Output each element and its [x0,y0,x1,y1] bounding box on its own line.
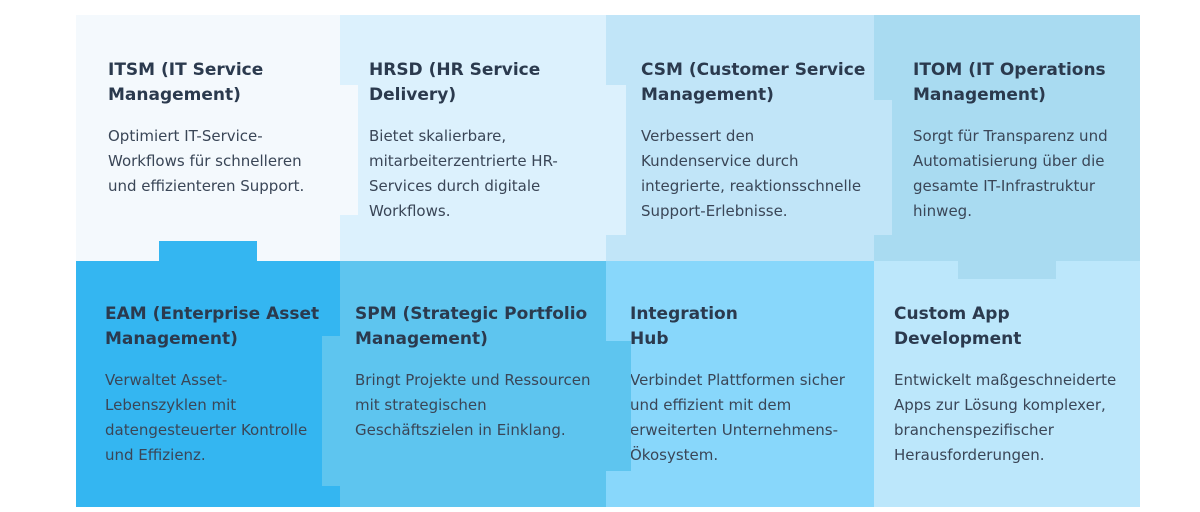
tile-custom-app: Custom App Development Entwickelt maßges… [874,261,1140,507]
tile-spm: SPM (Strategic Portfolio Management) Bri… [340,261,606,507]
tile-title: SPM (Strategic Portfolio Management) [355,304,588,349]
tile-title: ITSM (IT Service Management) [108,60,264,105]
puzzle-tab [322,336,340,486]
puzzle-tab [340,85,358,215]
tile-title: HRSD (HR Service Delivery) [369,60,541,105]
tile-description: Entwickelt maßgeschneiderte Apps zur Lös… [894,371,1117,464]
tile-integration-hub: Integration Hub Verbindet Plattformen si… [606,261,874,507]
tile-itsm: ITSM (IT Service Management) Optimiert I… [76,15,340,261]
tile-description: Bringt Projekte und Ressourcen mit strat… [355,371,591,439]
tile-itom: ITOM (IT Operations Management) Sorgt fü… [874,15,1140,261]
tile-csm: CSM (Customer Service Management) Verbes… [606,15,874,261]
tile-description: Verbessert den Kundenservice durch integ… [641,127,862,220]
tile-title: CSM (Customer Service Management) [641,60,866,105]
tile-title: EAM (Enterprise Asset Management) [105,304,320,349]
puzzle-tab [874,100,892,235]
tile-description: Sorgt für Transparenz und Automatisierun… [913,127,1108,220]
puzzle-tab [606,85,626,235]
tile-hrsd: HRSD (HR Service Delivery) Bietet skalie… [340,15,606,261]
puzzle-tab [606,341,631,471]
tile-description: Verbindet Plattformen sicher und effizie… [630,371,845,464]
tile-description: Optimiert IT-Service-Workflows für schne… [108,127,305,195]
puzzle-tab [958,261,1056,279]
puzzle-tab [159,241,257,261]
tile-description: Verwaltet Asset-Lebenszyklen mit datenge… [105,371,308,464]
module-puzzle-grid: ITSM (IT Service Management) Optimiert I… [76,15,1140,507]
tile-title: Custom App Development [894,304,1022,349]
tile-eam: EAM (Enterprise Asset Management) Verwal… [76,261,340,507]
tile-title: Integration Hub [630,304,738,349]
tile-title: ITOM (IT Operations Management) [913,60,1106,105]
tile-description: Bietet skalierbare, mitarbeiterzentriert… [369,127,558,220]
